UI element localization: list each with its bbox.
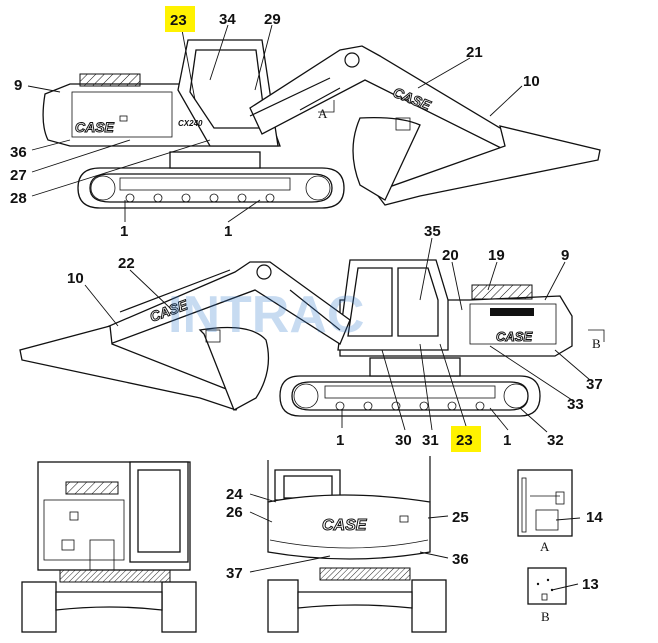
callout-mid-10: 10 <box>67 270 84 287</box>
callout-bot-13: 13 <box>582 576 599 593</box>
rear-view <box>21 461 197 633</box>
callout-top-29: 29 <box>264 11 281 28</box>
callout-bot-14: 14 <box>586 509 603 526</box>
view-label-b: B <box>592 336 601 351</box>
highlight-mid-23 <box>451 426 481 452</box>
callout-bot-24: 24 <box>226 486 243 503</box>
detail-b-label: B <box>541 609 550 624</box>
leaders-bot <box>249 493 449 573</box>
stick-top <box>373 125 601 206</box>
callout-mid-30: 30 <box>395 432 412 449</box>
callout-mid-37: 37 <box>586 376 603 393</box>
callout-bot-37: 37 <box>226 565 243 582</box>
track-rollers-mid <box>293 383 529 411</box>
stick-mid <box>19 325 245 411</box>
side-view-right: CASE CX240 CASE A <box>42 39 601 209</box>
svg-text:CX240: CX240 <box>178 119 203 128</box>
callout-top-1b: 1 <box>224 223 232 240</box>
highlight-top-23 <box>165 6 195 32</box>
bucket-mid <box>198 326 270 411</box>
leaders-mid <box>84 237 591 433</box>
counterweight <box>267 494 431 560</box>
callout-top-21: 21 <box>466 44 483 61</box>
callout-mid-20: 20 <box>442 247 459 264</box>
callout-bot-26: 26 <box>226 504 243 521</box>
leaders-top <box>27 24 523 223</box>
callout-top-27: 27 <box>10 167 27 184</box>
detail-a-label: A <box>540 539 550 554</box>
front-view: CASE <box>267 456 447 633</box>
callout-mid-31: 31 <box>422 432 439 449</box>
callout-labels: 23 34 29 21 10 9 36 27 28 1 1 35 20 19 9… <box>10 11 603 593</box>
detail-b: B <box>527 567 579 624</box>
watermark: INTRAC <box>168 286 364 344</box>
callout-mid-1b: 1 <box>503 432 511 449</box>
callout-top-36: 36 <box>10 144 27 161</box>
view-label-a: A <box>318 106 328 121</box>
callout-top-10: 10 <box>523 73 540 90</box>
detail-a: A <box>517 469 581 554</box>
callout-top-9: 9 <box>14 77 22 94</box>
callout-mid-32: 32 <box>547 432 564 449</box>
callout-top-28: 28 <box>10 190 27 207</box>
callout-mid-35: 35 <box>424 223 441 240</box>
bucket-top <box>352 117 421 201</box>
callout-top-34: 34 <box>219 11 236 28</box>
callout-mid-19: 19 <box>488 247 505 264</box>
side-view-left: CASE CX240 CASE B <box>19 259 605 417</box>
callout-top-23: 23 <box>170 12 187 29</box>
track-rollers-top <box>90 175 331 203</box>
svg-text:CASE: CASE <box>496 329 532 344</box>
callout-top-1a: 1 <box>120 223 128 240</box>
callout-mid-23: 23 <box>456 432 473 449</box>
callout-mid-9: 9 <box>561 247 569 264</box>
svg-text:CASE: CASE <box>75 119 115 135</box>
svg-text:CASE: CASE <box>322 517 368 534</box>
callout-bot-36: 36 <box>452 551 469 568</box>
callout-bot-25: 25 <box>452 509 469 526</box>
callout-mid-33: 33 <box>567 396 584 413</box>
callout-mid-1a: 1 <box>336 432 344 449</box>
callout-mid-22: 22 <box>118 255 135 272</box>
